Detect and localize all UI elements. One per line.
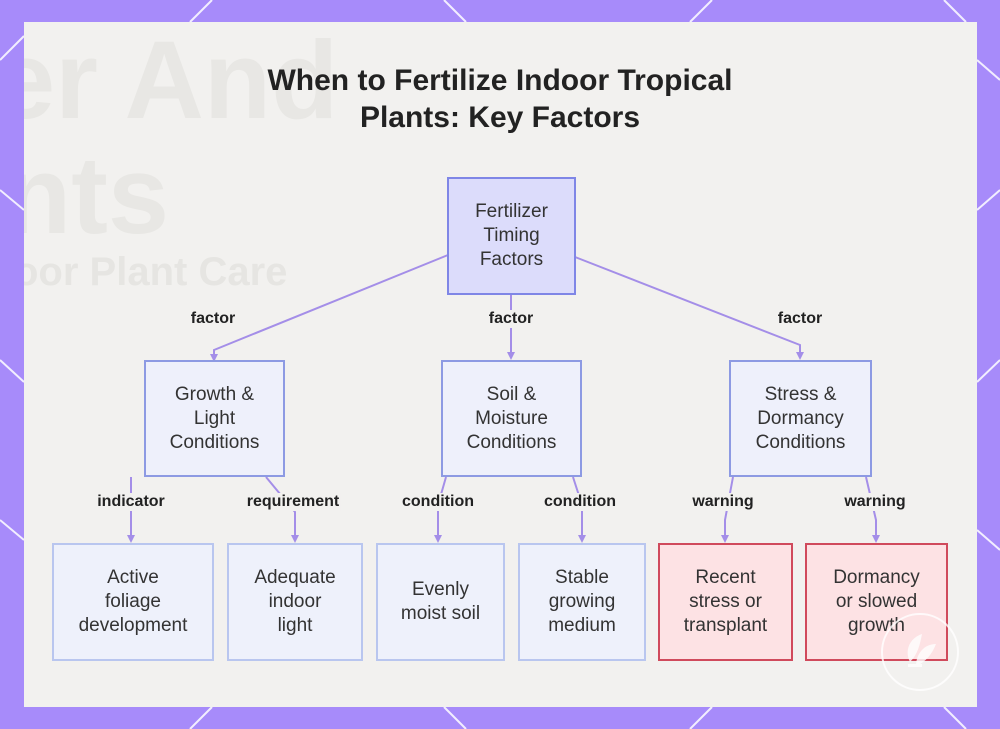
edge-label-condition: condition	[400, 493, 476, 511]
node-stress-dormancy-conditions: Stress & Dormancy Conditions	[729, 360, 872, 477]
node-fertilizer-timing-factors: Fertilizer Timing Factors	[447, 177, 576, 295]
edge-label-factor: factor	[775, 310, 825, 328]
node-evenly-moist-soil: Evenly moist soil	[376, 543, 505, 661]
background-watermark-text: nts	[24, 134, 169, 257]
title-line: When to Fertilize Indoor Tropical	[267, 64, 733, 97]
node-stable-growing-medium: Stable growing medium	[518, 543, 646, 661]
edge-label-warning: warning	[690, 493, 756, 511]
title-line: Plants: Key Factors	[359, 101, 641, 134]
edge-label-factor: factor	[188, 310, 238, 328]
edge-label-warning: warning	[842, 493, 908, 511]
node-active-foliage-development: Active foliage development	[52, 543, 214, 661]
edge-label-factor: factor	[486, 310, 536, 328]
node-soil-moisture-conditions: Soil & Moisture Conditions	[441, 360, 582, 477]
node-growth-light-conditions: Growth & Light Conditions	[144, 360, 285, 477]
edge-label-indicator: indicator	[95, 493, 167, 511]
edge-label-condition: condition	[542, 493, 618, 511]
connector-stress-recent	[721, 476, 734, 543]
connector-stress-dormancy	[865, 476, 880, 543]
node-adequate-indoor-light: Adequate indoor light	[227, 543, 363, 661]
leaf-logo-icon	[881, 613, 959, 691]
node-recent-stress-or-transplant: Recent stress or transplant	[658, 543, 793, 661]
connector-root-stress	[574, 256, 804, 360]
node-dormancy-or-slowed-growth: Dormancy or slowed growth	[805, 543, 948, 661]
connector-root-growth	[210, 254, 449, 362]
background-watermark-text: oor Plant Care	[24, 250, 288, 294]
diagram-title: When to Fertilize Indoor Tropical Plants…	[0, 62, 1000, 136]
connector-growth-light	[265, 476, 299, 543]
edge-label-requirement: requirement	[244, 493, 342, 511]
background-watermark-text: er And	[24, 22, 339, 142]
